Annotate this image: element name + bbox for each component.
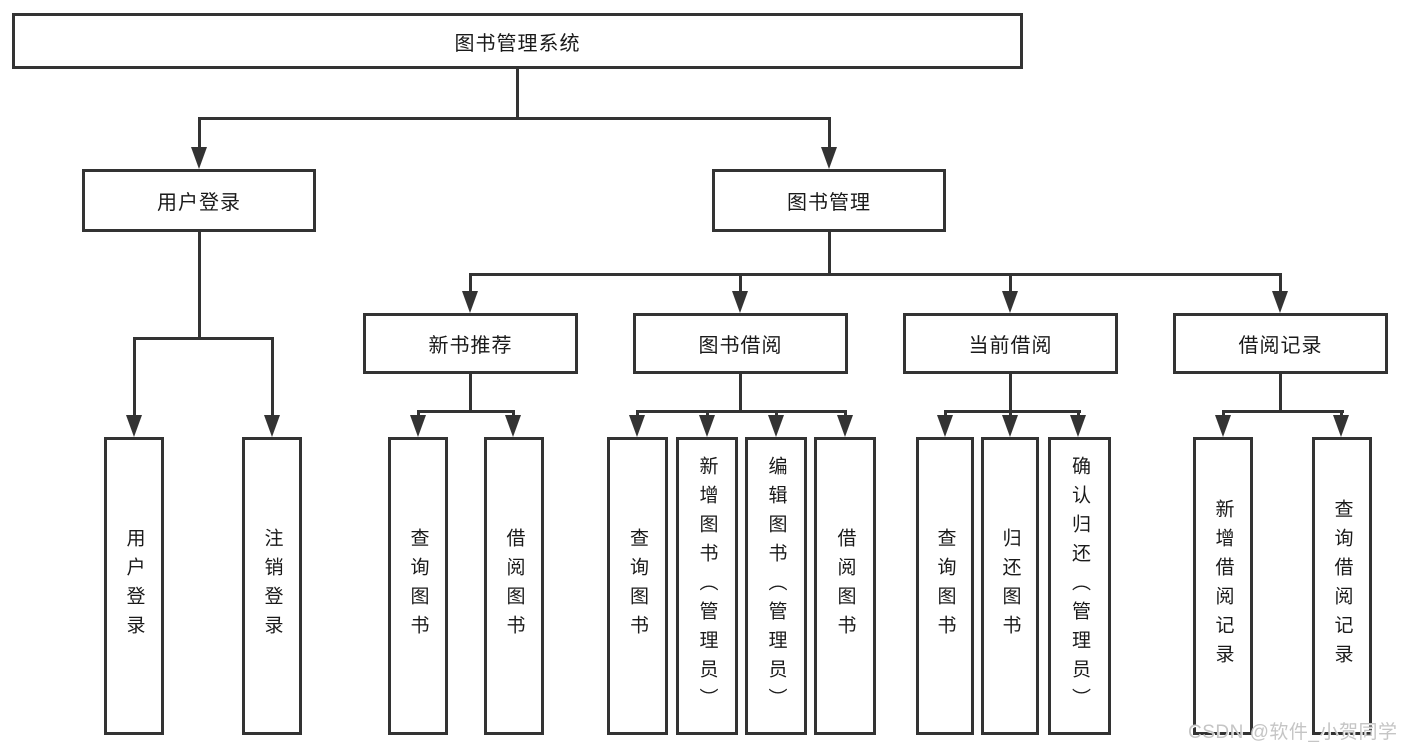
node-label: 图书管理系统 bbox=[454, 32, 581, 55]
arrowhead-down-icon bbox=[837, 415, 853, 437]
node-label: 编辑图书（管理员） bbox=[765, 455, 787, 717]
csdn-watermark: CSDN @软件_小贺同学 bbox=[1188, 722, 1398, 743]
node-label: 图书管理 bbox=[787, 192, 871, 214]
leaf-query-books-current: 查询图书 bbox=[916, 437, 974, 735]
connector-line bbox=[198, 232, 201, 340]
connector-line bbox=[775, 410, 778, 417]
node-book-borrowing: 图书借阅 bbox=[633, 313, 848, 374]
connector-line bbox=[469, 273, 1282, 276]
arrowhead-down-icon bbox=[629, 415, 645, 437]
leaf-logout: 注销登录 bbox=[242, 437, 302, 735]
connector-line bbox=[636, 410, 639, 417]
connector-line bbox=[706, 410, 709, 417]
connector-line bbox=[739, 273, 742, 293]
connector-line bbox=[1222, 410, 1225, 417]
node-label: 新增借阅记录 bbox=[1212, 499, 1234, 673]
node-label: 注销登录 bbox=[261, 528, 283, 644]
connector-line bbox=[417, 410, 515, 413]
connector-line bbox=[944, 410, 1081, 413]
connector-line bbox=[469, 273, 472, 293]
connector-line bbox=[1279, 374, 1282, 412]
connector-line bbox=[133, 337, 274, 340]
node-label: 新增图书（管理员） bbox=[696, 455, 718, 717]
node-library-management-system: 图书管理系统 bbox=[12, 13, 1023, 69]
node-label: 查询图书 bbox=[407, 528, 429, 644]
connector-line bbox=[1222, 410, 1344, 413]
node-label: 确认归还（管理员） bbox=[1069, 455, 1090, 717]
connector-line bbox=[198, 117, 201, 149]
connector-line bbox=[828, 117, 831, 149]
node-label: 查询图书 bbox=[627, 528, 648, 644]
node-book-management-module: 图书管理 bbox=[712, 169, 946, 232]
node-new-book-recommendation: 新书推荐 bbox=[363, 313, 578, 374]
connector-line bbox=[469, 374, 472, 412]
arrowhead-down-icon bbox=[1333, 415, 1349, 437]
leaf-return-books: 归还图书 bbox=[981, 437, 1039, 735]
connector-line bbox=[271, 337, 274, 417]
leaf-confirm-return-admin: 确认归还（管理员） bbox=[1048, 437, 1111, 735]
leaf-query-borrow-record: 查询借阅记录 bbox=[1312, 437, 1372, 735]
connector-line bbox=[636, 410, 847, 413]
node-label: 归还图书 bbox=[999, 528, 1021, 644]
connector-line bbox=[944, 410, 947, 417]
arrowhead-down-icon bbox=[732, 291, 748, 313]
leaf-user-login: 用户登录 bbox=[104, 437, 164, 735]
node-label: 借阅图书 bbox=[503, 528, 525, 644]
connector-line bbox=[198, 117, 831, 120]
arrowhead-down-icon bbox=[1002, 415, 1018, 437]
node-label: 当前借阅 bbox=[968, 335, 1053, 357]
arrowhead-down-icon bbox=[768, 415, 784, 437]
leaf-borrow-books-borrowing: 借阅图书 bbox=[814, 437, 876, 735]
arrowhead-down-icon bbox=[126, 415, 142, 437]
arrowhead-down-icon bbox=[1215, 415, 1231, 437]
node-label: 查询图书 bbox=[934, 528, 956, 644]
node-label: 用户登录 bbox=[123, 528, 145, 644]
arrowhead-down-icon bbox=[505, 415, 521, 437]
connector-line bbox=[1009, 273, 1012, 293]
node-label: 用户登录 bbox=[157, 192, 241, 214]
connector-line bbox=[1279, 273, 1282, 293]
node-label: 图书借阅 bbox=[698, 335, 783, 357]
connector-line bbox=[1340, 410, 1343, 417]
node-current-borrowing: 当前借阅 bbox=[903, 313, 1118, 374]
connector-line bbox=[1077, 410, 1080, 417]
arrowhead-down-icon bbox=[264, 415, 280, 437]
leaf-edit-books-admin: 编辑图书（管理员） bbox=[745, 437, 807, 735]
connector-line bbox=[516, 69, 519, 120]
connector-line bbox=[417, 410, 420, 417]
arrowhead-down-icon bbox=[462, 291, 478, 313]
arrowhead-down-icon bbox=[410, 415, 426, 437]
arrowhead-down-icon bbox=[1272, 291, 1288, 313]
leaf-query-books-borrowing: 查询图书 bbox=[607, 437, 668, 735]
arrowhead-down-icon bbox=[821, 147, 837, 169]
node-label: 查询借阅记录 bbox=[1331, 499, 1353, 673]
connector-line bbox=[844, 410, 847, 417]
arrowhead-down-icon bbox=[1070, 415, 1086, 437]
leaf-query-books-recommend: 查询图书 bbox=[388, 437, 448, 735]
connector-line bbox=[828, 232, 831, 275]
connector-line bbox=[1009, 410, 1012, 417]
leaf-add-borrow-record: 新增借阅记录 bbox=[1193, 437, 1253, 735]
leaf-add-books-admin: 新增图书（管理员） bbox=[676, 437, 738, 735]
node-label: 借阅记录 bbox=[1238, 335, 1323, 357]
connector-line bbox=[739, 374, 742, 412]
node-borrowing-records: 借阅记录 bbox=[1173, 313, 1388, 374]
arrowhead-down-icon bbox=[937, 415, 953, 437]
connector-line bbox=[133, 337, 136, 417]
arrowhead-down-icon bbox=[1002, 291, 1018, 313]
leaf-borrow-books-recommend: 借阅图书 bbox=[484, 437, 544, 735]
node-label: 新书推荐 bbox=[428, 335, 513, 357]
node-label: 借阅图书 bbox=[834, 528, 856, 644]
arrowhead-down-icon bbox=[191, 147, 207, 169]
node-user-login-module: 用户登录 bbox=[82, 169, 316, 232]
connector-line bbox=[512, 410, 515, 417]
connector-line bbox=[1009, 374, 1012, 412]
arrowhead-down-icon bbox=[699, 415, 715, 437]
